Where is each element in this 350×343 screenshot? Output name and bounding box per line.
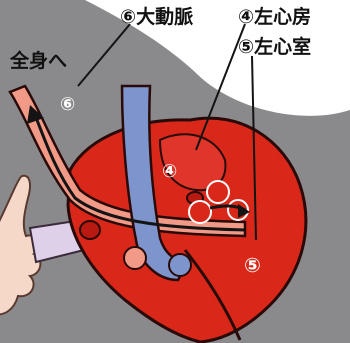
marker-aorta: ⑥: [60, 96, 75, 114]
label-to-body: 全身へ: [10, 52, 67, 71]
pulmonary-vein-opening: [80, 221, 100, 239]
label-aorta: ⑥大動脈: [120, 8, 193, 27]
marker-left-atrium: ④: [162, 163, 177, 181]
label-left-ventricle: ⑤左心室: [238, 38, 311, 57]
label-left-atrium: ④左心房: [238, 8, 311, 27]
marker-left-ventricle: ⑤: [244, 255, 261, 275]
